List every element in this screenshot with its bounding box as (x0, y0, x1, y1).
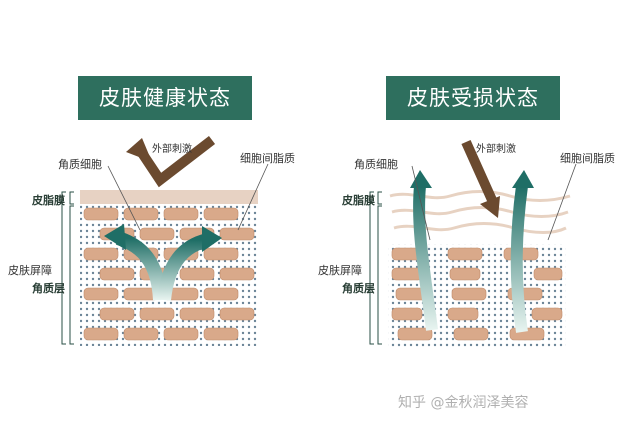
left-bracket (61, 191, 74, 345)
left-panel-title: 皮肤健康状态 (78, 76, 252, 120)
left-label-stratum-corneum: 角质层 (32, 282, 65, 295)
left-label-sebum-film: 皮脂膜 (32, 194, 65, 207)
watermark: 知乎 @金秋润泽美容 (398, 395, 529, 411)
right-moisture-arrows (410, 170, 534, 333)
left-label-corneocyte: 角质细胞 (58, 158, 102, 171)
right-label-sebum-film: 皮脂膜 (342, 194, 375, 207)
left-stimulus-arrow (126, 136, 216, 188)
right-label-intercellular-lipid: 细胞间脂质 (560, 152, 615, 165)
left-moisture-arrows (104, 224, 222, 301)
left-label-skin-barrier: 皮肤屏障 (8, 264, 52, 277)
right-label-skin-barrier: 皮肤屏障 (318, 264, 362, 277)
left-skin-block (80, 190, 258, 346)
left-label-intercellular-lipid: 细胞间脂质 (240, 152, 295, 165)
right-bracket (369, 191, 382, 345)
right-skin-block (388, 190, 571, 348)
right-panel-title: 皮肤受损状态 (386, 76, 560, 120)
right-label-external-stimulus: 外部刺激 (476, 144, 516, 155)
left-label-external-stimulus: 外部刺激 (152, 144, 192, 155)
right-label-corneocyte: 角质细胞 (354, 158, 398, 171)
right-label-stratum-corneum: 角质层 (342, 282, 375, 295)
right-stimulus-arrow (461, 139, 500, 218)
